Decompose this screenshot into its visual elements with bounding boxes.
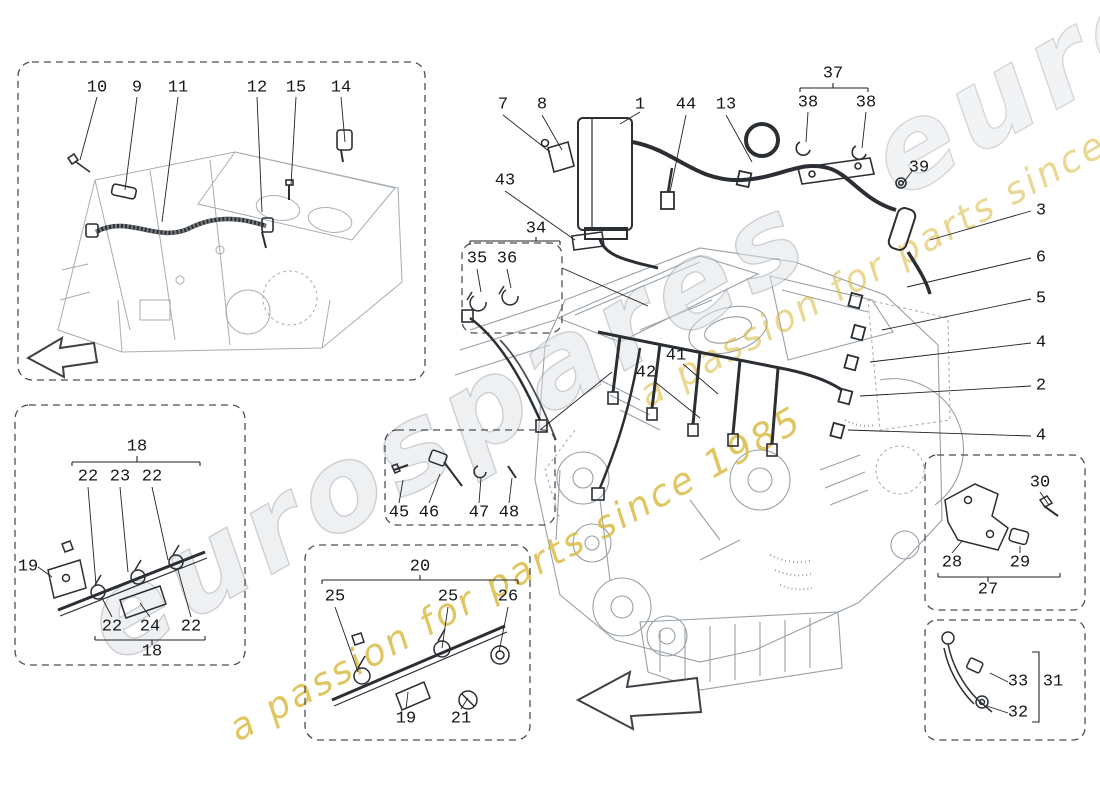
watermark-brand-fragment: eurospares — [847, 0, 1100, 224]
bracket-18-bottom — [94, 636, 206, 645]
ignition-coil — [887, 207, 932, 295]
bracket-34 — [469, 237, 561, 245]
box6-parts — [944, 483, 1059, 551]
connector — [735, 169, 753, 189]
bracket-20 — [321, 575, 519, 584]
harness-loop — [744, 122, 780, 158]
harness-bracket-37 — [795, 141, 907, 189]
main-harness-cable — [631, 140, 897, 212]
box3-parts — [331, 624, 510, 711]
box7-parts — [941, 631, 993, 713]
panel-rail-inset-center — [304, 544, 531, 741]
harness-bracket-43 — [571, 231, 605, 251]
panel-bracket-inset-right — [924, 454, 1086, 611]
bracket-18-top — [71, 456, 201, 466]
panel-bracket-inset-left — [14, 404, 246, 666]
arrow-inset-icon — [25, 336, 99, 379]
right-side-connectors — [829, 291, 867, 440]
engine-assembly — [454, 247, 964, 691]
box2-parts — [47, 540, 208, 619]
box1-engine-sketch — [57, 151, 403, 353]
ecu-unit — [577, 117, 659, 270]
panel-engine-block-inset — [17, 61, 426, 381]
box5-parts — [466, 285, 519, 312]
panel-borders — [14, 61, 1086, 741]
wiring-harnesses — [461, 117, 932, 501]
left-branch-cable — [469, 316, 542, 421]
direction-arrows — [25, 336, 703, 731]
box1-parts — [66, 129, 353, 249]
panel-clamp-inset — [461, 242, 563, 334]
panel-bracket-inset-bottom-right — [924, 619, 1086, 741]
connector — [660, 191, 675, 210]
connector — [535, 419, 548, 433]
injection-harness — [591, 330, 843, 501]
leader-lines — [37, 96, 1050, 714]
watermark-tagline-main: a passion for parts since 1985 — [222, 398, 810, 750]
group-brackets — [71, 83, 1061, 723]
box4-parts — [391, 449, 517, 487]
watermark: eurospares eurospares a passion for part… — [61, 0, 1100, 750]
connector — [461, 309, 474, 323]
arrow-main-icon — [575, 670, 703, 731]
bracket-31 — [1032, 651, 1040, 723]
panel-sensor-inset-small — [384, 429, 556, 526]
bracket-37 — [799, 83, 869, 92]
bracket-27 — [937, 573, 1061, 582]
harness-bracket-7-8 — [540, 138, 575, 174]
